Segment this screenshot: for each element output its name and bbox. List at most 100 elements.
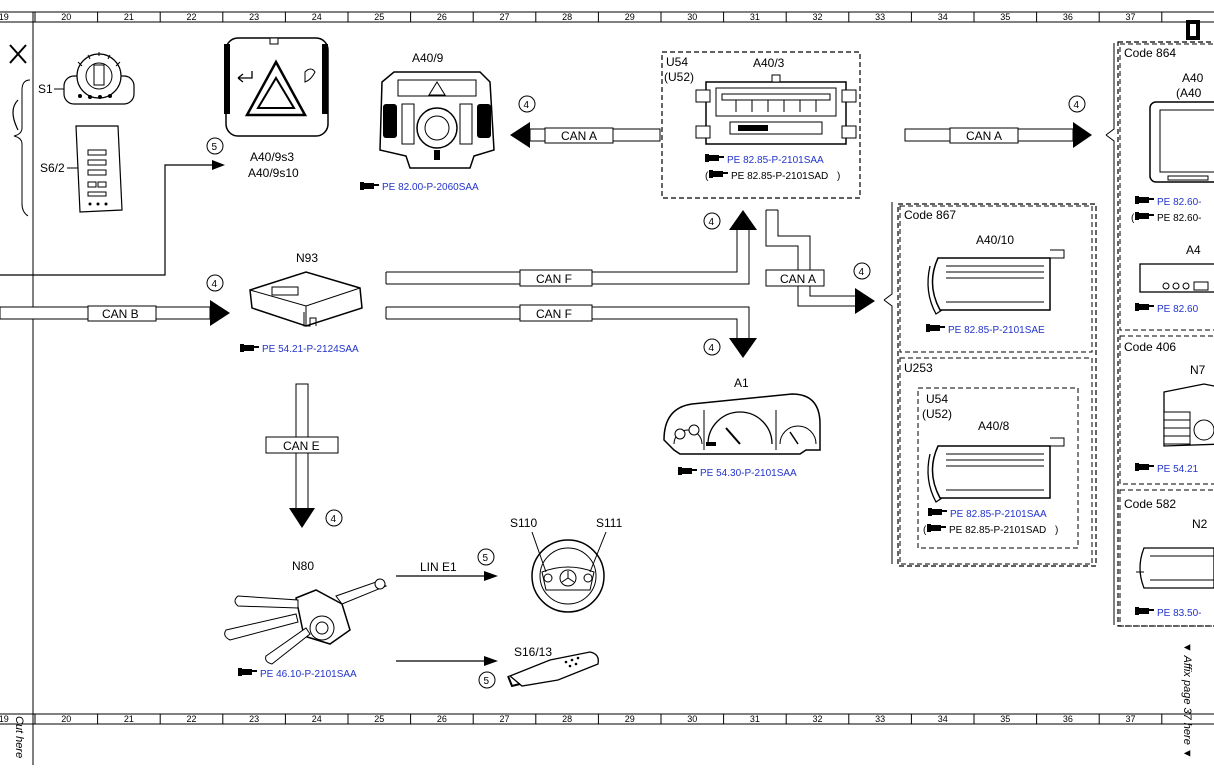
- a40-8-alt-ref: PE 82.85-P-2101SAD: [949, 525, 1046, 536]
- right-ref-3: PE 82.60: [1157, 304, 1199, 315]
- right-ref-2: PE 82.60-: [1157, 213, 1201, 224]
- cut-here-note: Cut here: [13, 716, 25, 758]
- can-f-top-label: CAN F: [536, 272, 572, 286]
- ruler-number-top: 32: [813, 12, 823, 22]
- a4-right-label: A4: [1186, 243, 1201, 257]
- s6-2-switch: S6/2: [40, 125, 123, 213]
- ruler-number-top: 26: [437, 12, 447, 22]
- u54-a40-8-box: [917, 387, 1079, 549]
- a40-10-ref: PE 82.85-P-2101SAE: [948, 325, 1045, 336]
- u54-a40-3-box: [661, 51, 861, 199]
- a40-10-label: A40/10: [976, 233, 1014, 247]
- can-f-bottom-label: CAN F: [536, 307, 572, 321]
- ruler-number-top: 33: [875, 12, 885, 22]
- ruler-number-bottom: 32: [813, 714, 823, 724]
- a40-9-label: A40/9: [412, 51, 444, 65]
- ruler-number-top: 30: [687, 12, 697, 22]
- ruler-number-top: 28: [562, 12, 572, 22]
- s1-label: S1: [38, 82, 53, 96]
- lin-e1-line: LIN E1: [396, 560, 498, 581]
- right-outer-box: [1117, 41, 1214, 627]
- ruler-number-bottom: 30: [687, 714, 697, 724]
- code864-box: [1119, 43, 1214, 331]
- u52-label: (U52): [664, 70, 694, 84]
- step-4-b: 4: [1074, 100, 1080, 111]
- u54-b-label: U54: [926, 392, 948, 406]
- a1-ref: PE 54.30-P-2101SAA: [700, 468, 797, 479]
- u54-label: U54: [666, 55, 688, 69]
- step-4-a: 4: [524, 100, 530, 111]
- n7-right-label: N7: [1190, 363, 1206, 377]
- can-e-bus: CAN E: [265, 383, 339, 528]
- a40-9s10-label: A40/9s10: [248, 166, 299, 180]
- a40-right-paren-label: (A40: [1176, 86, 1202, 100]
- right-ref-5: PE 83.50-: [1157, 608, 1201, 619]
- ruler-number-bottom: 28: [562, 714, 572, 724]
- ruler-number-top: 34: [938, 12, 948, 22]
- ruler-number-bottom: 35: [1000, 714, 1010, 724]
- can-a-mid-bus: CAN A: [765, 209, 875, 314]
- a40-3-alt-paren-open: (: [705, 171, 709, 182]
- ruler-number-bottom: 31: [750, 714, 760, 724]
- s16-13-lever: [507, 651, 599, 688]
- a40-9-ref: PE 82.00-P-2060SAA: [382, 182, 479, 193]
- code582-label: Code 582: [1124, 497, 1176, 511]
- ruler-number-top: 36: [1063, 12, 1073, 22]
- can-b-bus: CAN B: [0, 300, 230, 326]
- a40-8-ref: PE 82.85-P-2101SAA: [950, 509, 1047, 520]
- ruler-number-top: 27: [500, 12, 510, 22]
- step-5-c: 5: [484, 676, 490, 687]
- ruler-number-bottom: 34: [938, 714, 948, 724]
- n80-ref: PE 46.10-P-2101SAA: [260, 669, 357, 680]
- code867-u253-outer-box: [897, 203, 1097, 567]
- can-a-left-label: CAN A: [561, 129, 597, 143]
- u52-b-label: (U52): [922, 407, 952, 421]
- a40-9-device: [379, 71, 495, 169]
- a40-3-alt-paren-close: ): [837, 171, 840, 182]
- n93-label: N93: [296, 251, 318, 265]
- ruler-number-bottom: 37: [1126, 714, 1136, 724]
- ruler-number-bottom: 19: [0, 714, 9, 724]
- can-b-label: CAN B: [102, 307, 139, 321]
- ruler-number-top: 22: [187, 12, 197, 22]
- code867-box: [899, 205, 1093, 353]
- n2-right-device: [1136, 547, 1214, 589]
- can-a-left-bus: CAN A: [510, 122, 661, 148]
- n80-steering-column-module: [224, 578, 388, 665]
- code867-label: Code 867: [904, 208, 956, 222]
- right-ref-1: PE 82.60-: [1157, 197, 1201, 208]
- ruler-number-bottom: 23: [249, 714, 259, 724]
- a40-right-display: [1149, 101, 1214, 183]
- s111-label: S111: [596, 516, 623, 530]
- ruler-number-top: 24: [312, 12, 322, 22]
- step-4-f: 4: [859, 267, 865, 278]
- a4-right-device: [1139, 263, 1214, 293]
- steering-wheel: [531, 531, 607, 613]
- code406-box: [1119, 335, 1214, 485]
- ruler-number-bottom: 26: [437, 714, 447, 724]
- right-ref-4: PE 54.21: [1157, 464, 1199, 475]
- code864-label: Code 864: [1124, 46, 1176, 60]
- n7-right-device: [1163, 383, 1214, 447]
- a1-label: A1: [734, 376, 749, 390]
- ruler-number-bottom: 21: [124, 714, 134, 724]
- can-f-bottom-bus: CAN F: [385, 304, 757, 358]
- a40-8-label: A40/8: [978, 419, 1010, 433]
- step-5-b: 5: [483, 553, 489, 564]
- a40-8-display: [927, 437, 1065, 503]
- s110-label: S110: [510, 516, 537, 530]
- s16-13-label: S16/13: [514, 645, 552, 659]
- n93-ref: PE 54.21-P-2124SAA: [262, 344, 359, 355]
- step-4-g: 4: [331, 514, 337, 525]
- ruler-number-top: 37: [1126, 12, 1136, 22]
- can-a-right-bus: CAN A: [904, 122, 1092, 148]
- ruler-number-top: 35: [1000, 12, 1010, 22]
- ruler-number-bottom: 24: [312, 714, 322, 724]
- can-e-label: CAN E: [283, 439, 320, 453]
- step-4-d: 4: [709, 217, 715, 228]
- a40-8-alt-paren-open: (: [923, 525, 927, 536]
- code406-label: Code 406: [1124, 340, 1176, 354]
